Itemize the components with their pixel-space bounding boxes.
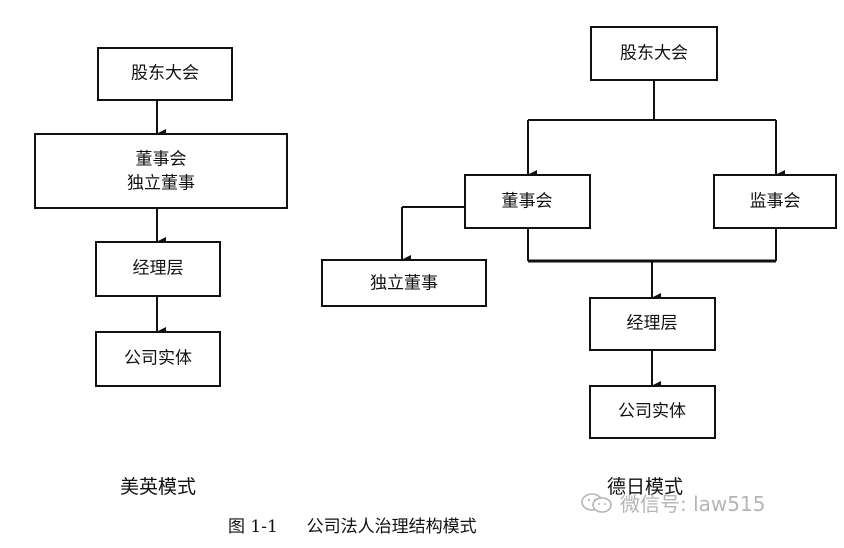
left-independent-label: 独立董事	[127, 174, 195, 194]
right-model: 股东大会 董事会 监事会 独立董事 经理层 公司实体	[321, 26, 837, 439]
right-model-title: 德日模式	[607, 476, 684, 498]
right-supervisory-label: 监事会	[750, 192, 801, 212]
left-shareholders-box	[97, 47, 233, 101]
left-model: 股东大会 董事会 独立董事 经理层 公司实体	[34, 47, 288, 387]
right-company-label: 公司实体	[618, 402, 686, 422]
right-shareholders-label: 股东大会	[620, 44, 688, 64]
left-board-label: 董事会	[136, 150, 187, 170]
right-independent-box	[321, 259, 487, 307]
right-board-label: 董事会	[502, 192, 553, 212]
right-board-box	[464, 174, 591, 229]
right-company-box	[589, 385, 716, 439]
left-shareholders-label: 股东大会	[131, 64, 199, 84]
watermark: 微信号: law515	[580, 488, 765, 517]
watermark-text: 微信号: law515	[620, 492, 766, 516]
left-company-label: 公司实体	[124, 349, 192, 369]
right-management-label: 经理层	[627, 314, 678, 334]
right-independent-label: 独立董事	[370, 274, 438, 294]
right-supervisory-box	[713, 174, 837, 229]
left-management-label: 经理层	[133, 259, 184, 279]
figure-title: 公司法人治理结构模式	[306, 517, 477, 537]
right-management-box	[589, 297, 716, 351]
left-company-box	[95, 331, 221, 387]
left-management-box	[95, 241, 221, 297]
left-board-box	[34, 133, 288, 209]
wechat-icon	[581, 492, 612, 513]
figure-number: 图 1-1	[228, 517, 278, 537]
left-model-title: 美英模式	[120, 476, 197, 498]
figure-caption: 图 1-1 公司法人治理结构模式	[228, 512, 477, 537]
